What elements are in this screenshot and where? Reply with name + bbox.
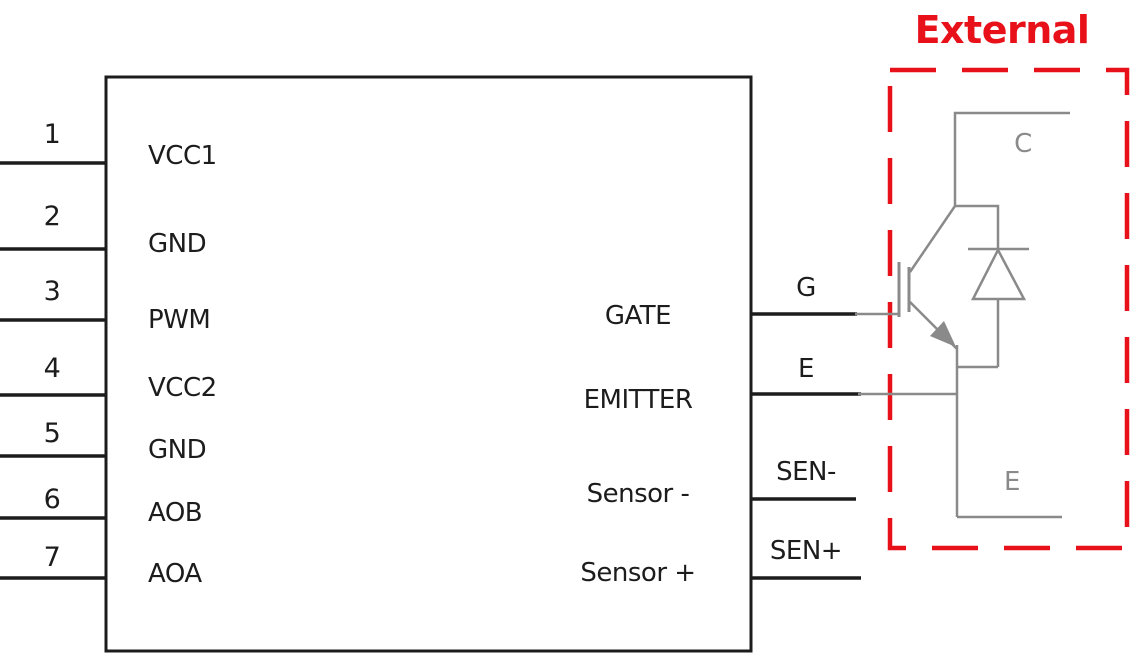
igbt-collector-path (908, 111, 1070, 273)
pin-label-emitter: EMITTER (583, 385, 693, 415)
pin-label-gate: GATE (604, 301, 672, 331)
pin-number-4: 4 (43, 353, 61, 384)
right-pin-leads (751, 312, 861, 580)
pin-label-aob: AOB (148, 498, 203, 528)
pin-number-3: 3 (43, 276, 61, 307)
left-pin-leads (0, 161, 106, 580)
pin-label-pwm: PWM (148, 305, 211, 335)
ic-body-outline (104, 75, 753, 653)
external-dashed-box (887, 67, 1130, 551)
diode-cathode-wire (955, 204, 1000, 249)
external-section-title: External (914, 8, 1090, 52)
pin-number-6: 6 (43, 484, 61, 515)
pin-label-gnd-2: GND (148, 435, 207, 465)
wire-label-e: E (798, 354, 814, 384)
pin-label-vcc1: VCC1 (148, 141, 217, 171)
pin-label-aoa: AOA (148, 559, 202, 589)
wire-label-g: G (796, 273, 816, 303)
wire-label-sen-plus: SEN+ (769, 536, 843, 566)
emitter-terminal-label: E (1004, 467, 1020, 497)
pin-label-sensor-plus: Sensor + (580, 558, 696, 588)
igbt-diode-symbol (855, 111, 1070, 519)
emitter-arrow-icon (930, 321, 956, 347)
pin-label-vcc2: VCC2 (148, 373, 217, 403)
collector-terminal-label: C (1014, 129, 1032, 159)
pin-number-1: 1 (43, 119, 61, 150)
pin-number-5: 5 (43, 418, 61, 449)
pin-number-2: 2 (43, 201, 61, 232)
pin-number-7: 7 (43, 542, 61, 573)
pin-label-sensor-minus: Sensor - (586, 479, 690, 509)
diode-triangle (970, 247, 1027, 301)
wire-label-sen-minus: SEN- (776, 457, 836, 487)
pin-label-gnd-1: GND (148, 229, 207, 259)
